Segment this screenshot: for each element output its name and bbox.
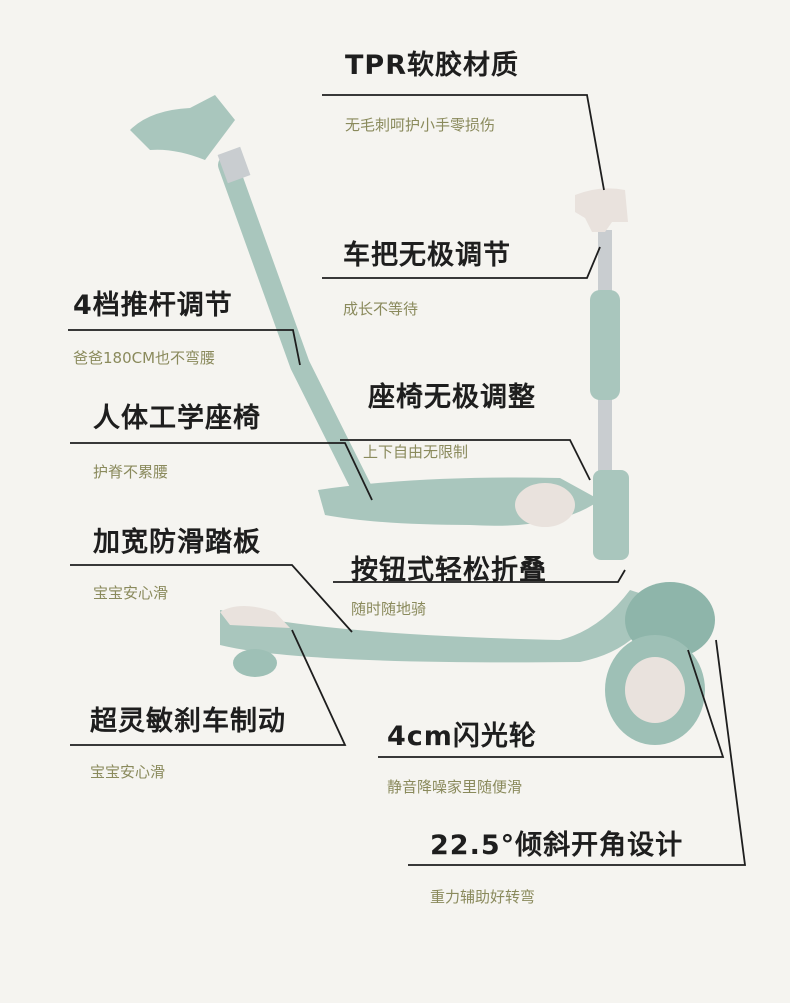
feature-title-tpr: TPR软胶材质 <box>345 50 519 81</box>
feature-subtitle-pushbar: 爸爸180CM也不弯腰 <box>73 349 216 367</box>
feature-subtitle-wheel: 静音降噪家里随便滑 <box>387 778 523 796</box>
feature-subtitle-angle: 重力辅助好转弯 <box>430 888 536 906</box>
feature-title-ergo-seat: 人体工学座椅 <box>93 403 261 434</box>
feature-title-deck: 加宽防滑踏板 <box>93 527 261 558</box>
feature-title-seat-adjust: 座椅无极调整 <box>368 382 536 413</box>
feature-title-wheel: 4cm闪光轮 <box>387 721 537 752</box>
feature-subtitle-tpr: 无毛刺呵护小手零损伤 <box>345 116 496 134</box>
feature-title-angle: 22.5°倾斜开角设计 <box>430 830 684 861</box>
feature-subtitle-fold: 随时随地骑 <box>351 600 427 618</box>
scooter-icon <box>130 95 715 745</box>
feature-subtitle-deck: 宝宝安心滑 <box>93 584 169 602</box>
feature-title-brake: 超灵敏刹车制动 <box>90 706 286 737</box>
feature-subtitle-handlebar: 成长不等待 <box>343 300 419 318</box>
feature-title-fold: 按钮式轻松折叠 <box>351 555 547 586</box>
feature-subtitle-seat-adjust: 上下自由无限制 <box>363 443 469 461</box>
feature-title-handlebar: 车把无极调节 <box>343 240 511 271</box>
feature-subtitle-ergo-seat: 护脊不累腰 <box>93 463 169 481</box>
feature-subtitle-brake: 宝宝安心滑 <box>90 763 166 781</box>
feature-title-pushbar: 4档推杆调节 <box>73 290 233 321</box>
